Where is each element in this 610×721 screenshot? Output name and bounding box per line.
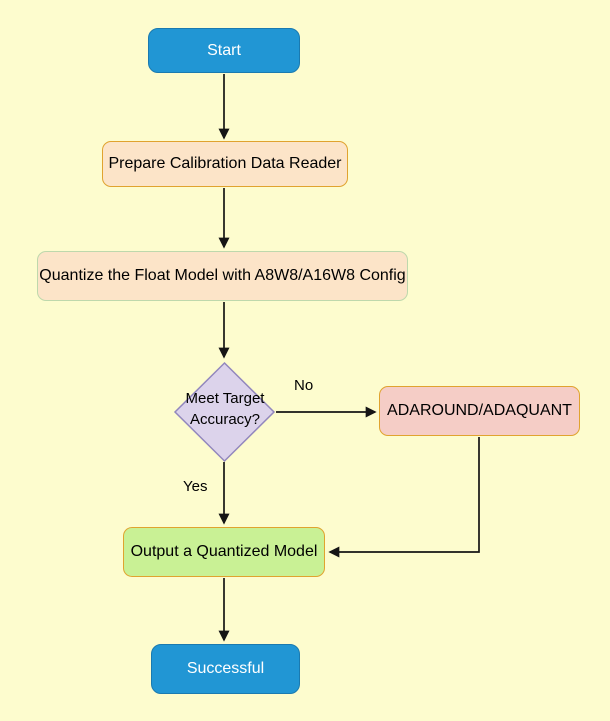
node-output-quantized-model: Output a Quantized Model (123, 527, 325, 577)
node-prepare-calibration-label: Prepare Calibration Data Reader (108, 155, 342, 173)
decision-diamond-label: Meet Target Accuracy? (165, 389, 285, 430)
node-quantize-float-model: Quantize the Float Model with A8W8/A16W8… (37, 251, 408, 301)
node-adaround-adaquant: ADAROUND/ADAQUANT (379, 386, 580, 436)
node-start: Start (148, 28, 300, 73)
decision-label-line1: Meet Target (185, 390, 265, 407)
edge-label-yes: Yes (183, 478, 208, 495)
decision-label-line2: Accuracy? (189, 410, 261, 428)
node-quantize-float-model-label: Quantize the Float Model with A8W8/A16W8… (39, 267, 406, 285)
edge-label-no: No (294, 377, 314, 394)
node-adaround-adaquant-label: ADAROUND/ADAQUANT (387, 402, 572, 420)
node-start-label: Start (207, 41, 241, 59)
edges-group (218, 74, 480, 642)
decision-diamond (173, 361, 276, 463)
node-prepare-calibration: Prepare Calibration Data Reader (102, 141, 348, 187)
node-successful-label: Successful (186, 660, 265, 678)
node-successful: Successful (151, 644, 300, 694)
edge-adaround-to-output (328, 437, 480, 558)
node-output-quantized-model-label: Output a Quantized Model (130, 543, 318, 561)
